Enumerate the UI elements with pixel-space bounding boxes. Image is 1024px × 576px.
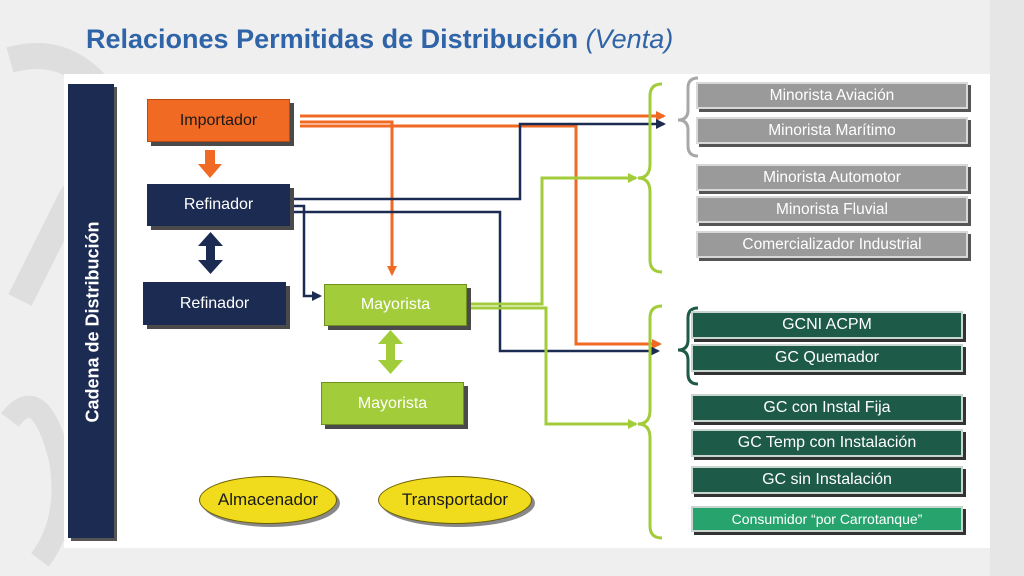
mayorista-connectors [468,173,638,429]
slide-title: Relaciones Permitidas de Distribución (V… [86,24,673,55]
gc-instal-fija-box: GC con Instal Fija [691,394,963,422]
consumidor-carrotanque-box: Consumidor “por Carrotanque” [691,506,963,532]
refinador-bidirectional-arrow [198,232,223,274]
importador-connectors [300,111,666,349]
importador-box: Importador [147,99,290,142]
transportador-oval: Transportador [378,476,532,524]
gc-temp-instalacion-box: GC Temp con Instalación [691,429,963,457]
mayorista-box-2: Mayorista [321,382,464,425]
gcni-quemador-green-brace [677,306,699,386]
mayorista-bidirectional-arrow [378,330,403,374]
refinador-connectors [292,119,666,356]
diagram-panel: Cadena de Distribución Importador Refina… [64,74,990,548]
refinador-box-1: Refinador [147,184,290,226]
minoristas-lime-brace [637,82,663,274]
minorista-maritimo-box: Minorista Marítimo [696,117,968,144]
importador-refinador-arrow [198,150,222,178]
gc-sin-instalacion-box: GC sin Instalación [691,466,963,494]
refinador-box-2: Refinador [143,282,286,325]
comercializador-industrial-box: Comercializador Industrial [696,231,968,258]
title-italic: (Venta) [585,24,674,54]
minorista-aviacion-box: Minorista Aviación [696,82,968,109]
consumidores-lime-brace [637,304,663,540]
connector-lines [198,76,699,540]
title-main: Relaciones Permitidas de Distribución [86,24,579,54]
distribution-chain-bar: Cadena de Distribución [68,84,114,538]
gcni-acpm-box: GCNI ACPM [691,311,963,339]
gc-quemador-box: GC Quemador [691,344,963,372]
distribution-chain-label: Cadena de Distribución [82,221,103,423]
minorista-fluvial-box: Minorista Fluvial [696,196,968,223]
aviacion-maritimo-gray-brace [677,76,699,158]
almacenador-oval: Almacenador [199,476,337,524]
mayorista-box-1: Mayorista [324,284,467,326]
minorista-automotor-box: Minorista Automotor [696,164,968,191]
